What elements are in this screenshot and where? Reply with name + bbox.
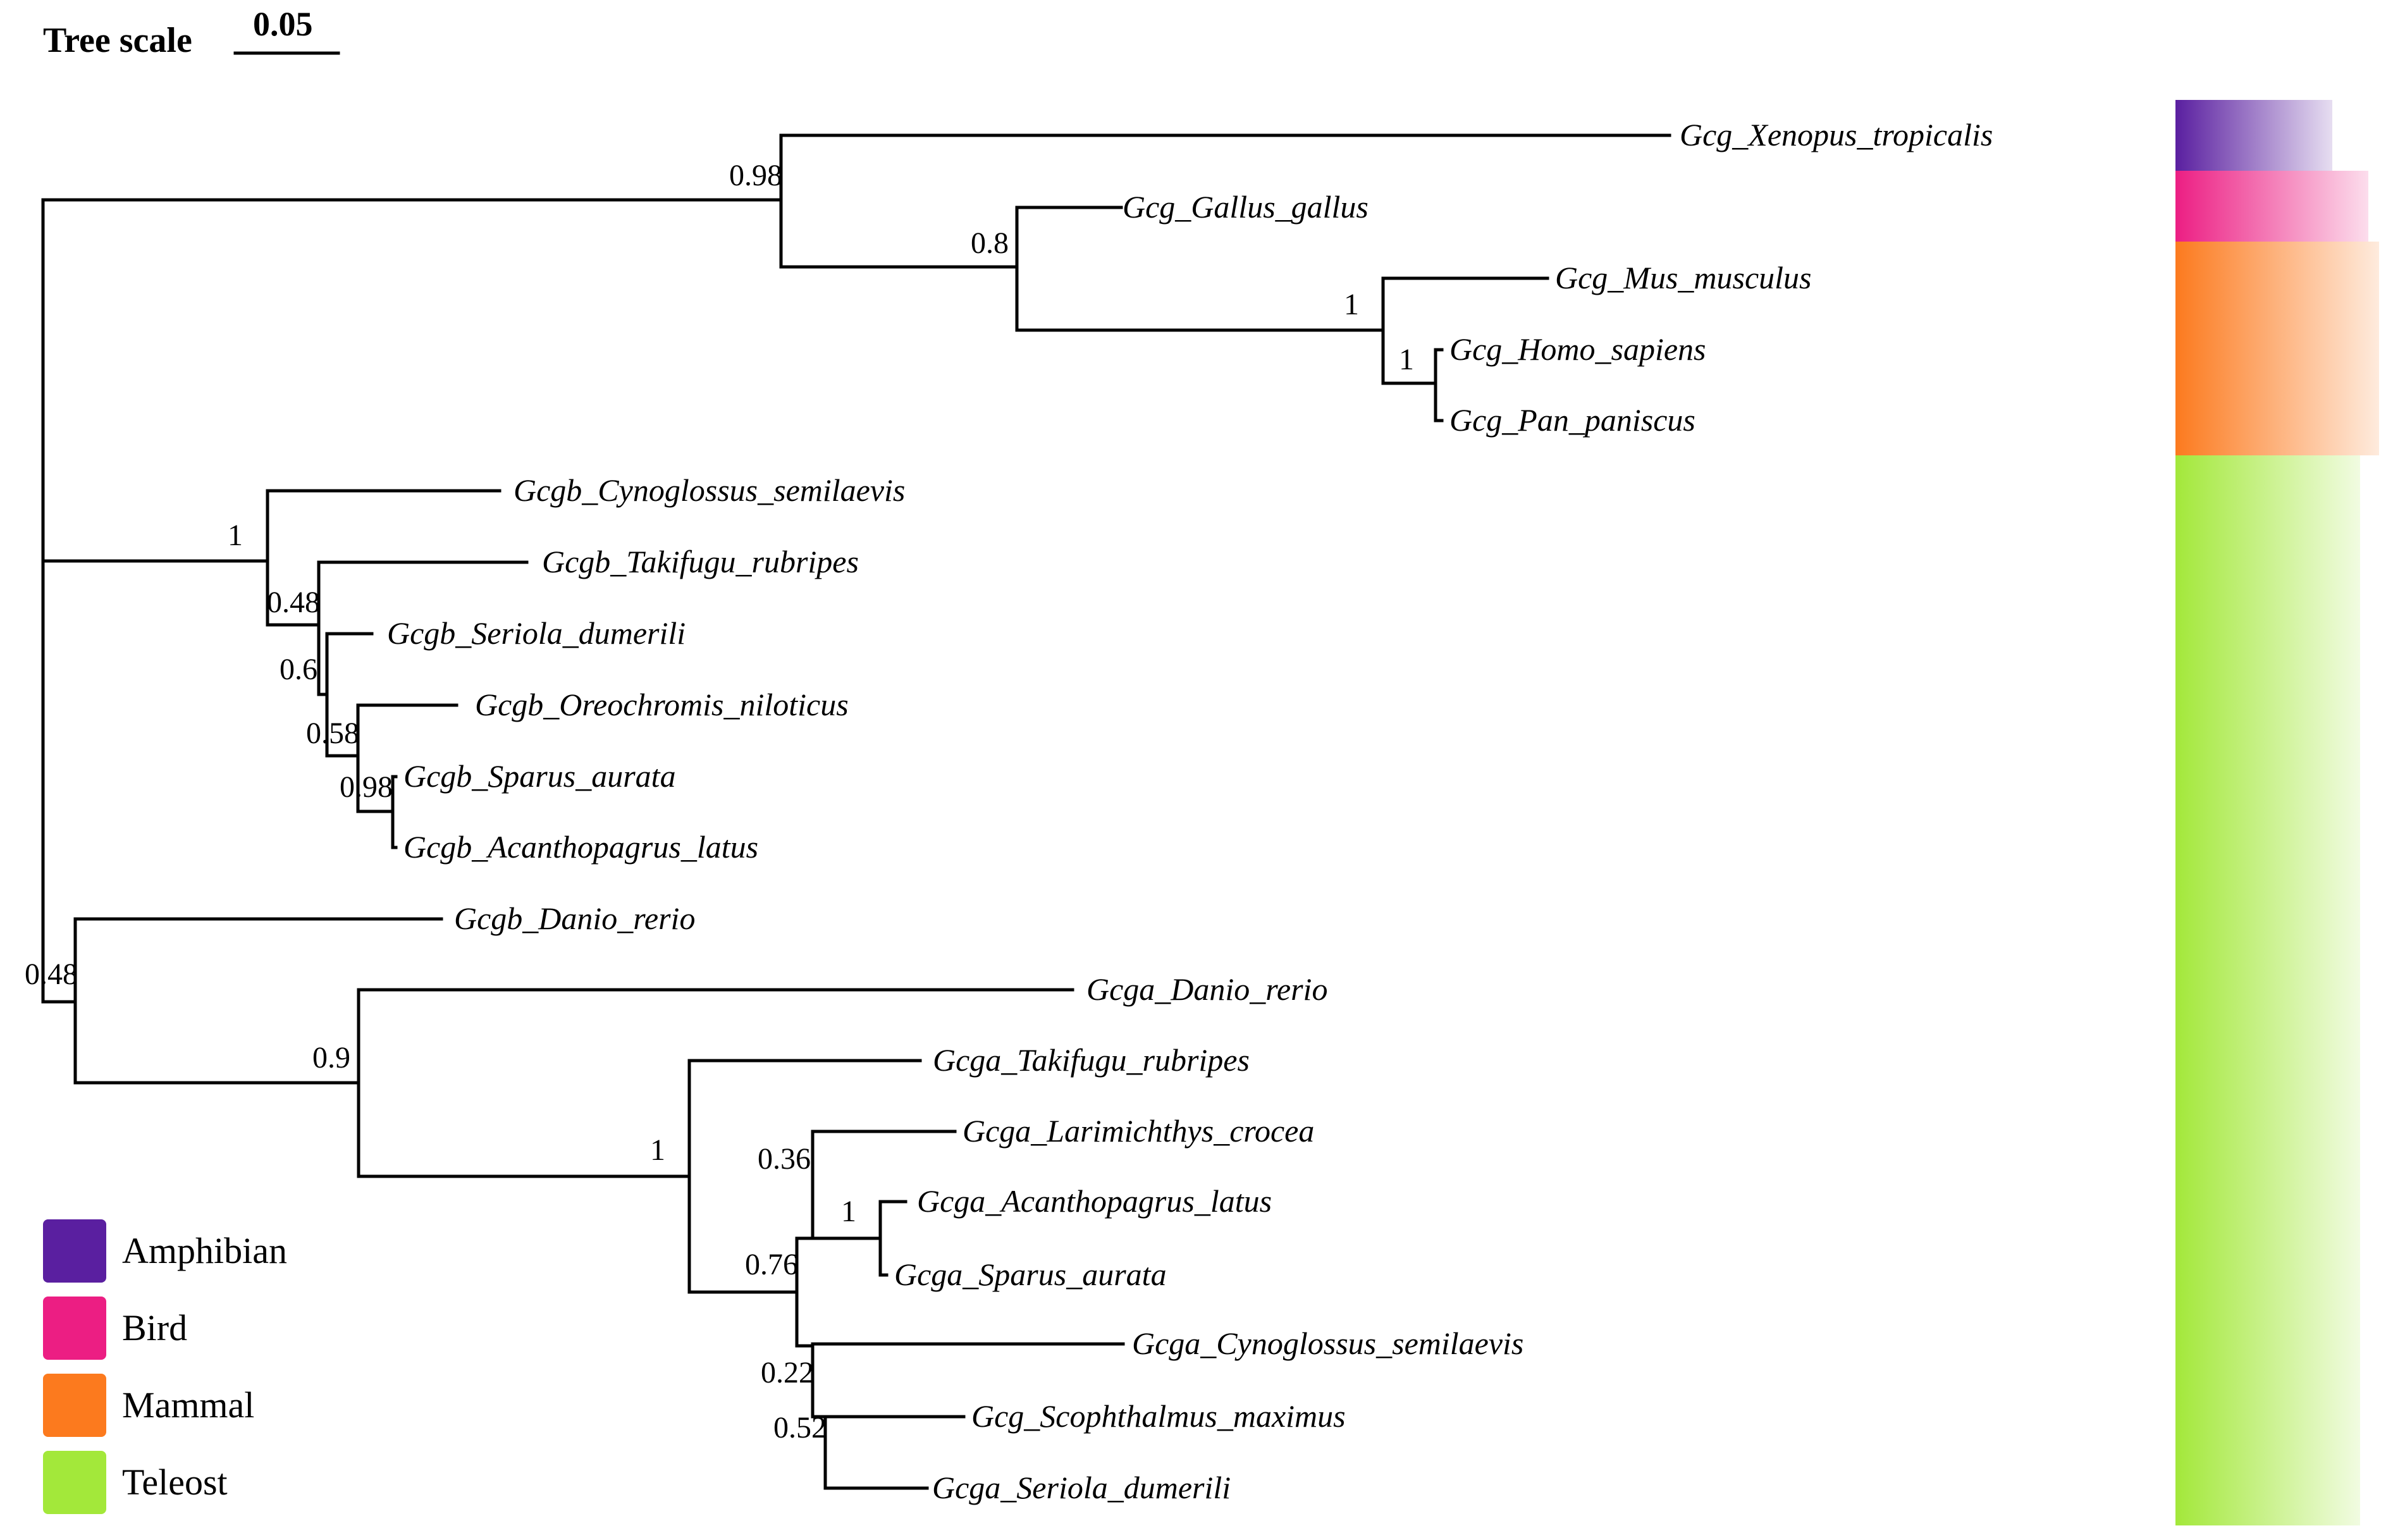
support-value: 1 — [650, 1133, 665, 1167]
legend-swatch-mammal — [43, 1374, 106, 1437]
leaf-label: Gcg_Scophthalmus_maximus — [971, 1398, 1346, 1434]
legend-label-mammal: Mammal — [122, 1384, 254, 1426]
leaf-label: Gcga_Seriola_dumerili — [932, 1470, 1231, 1505]
legend-label-amphibian: Amphibian — [122, 1230, 287, 1271]
leaf-label: Gcgb_Seriola_dumerili — [387, 615, 686, 651]
strip-bird — [2175, 171, 2368, 242]
support-value: 1 — [841, 1195, 856, 1228]
tree-scale-title: Tree scale — [43, 21, 192, 60]
support-value: 1 — [228, 519, 243, 552]
leaf-label: Gcga_Sparus_aurata — [894, 1257, 1167, 1292]
leaf-label: Gcg_Pan_paniscus — [1449, 402, 1695, 438]
support-value: 0.8 — [971, 226, 1009, 260]
support-value: 0.36 — [758, 1142, 811, 1176]
support-value: 0.98 — [340, 770, 393, 804]
legend-swatch-bird — [43, 1297, 106, 1360]
strip-amphibian — [2175, 100, 2332, 171]
legend-swatch-amphibian — [43, 1219, 106, 1283]
support-value: 0.58 — [306, 717, 359, 750]
leaf-label: Gcgb_Sparus_aurata — [403, 758, 676, 794]
support-value: 0.52 — [773, 1411, 827, 1445]
support-values: 0.98 0.8 1 1 1 0.48 0.6 0.58 0.98 0.48 0… — [25, 159, 1414, 1445]
support-value: 1 — [1399, 343, 1414, 376]
tree-scale-value: 0.05 — [253, 5, 313, 43]
tree-scale: Tree scale 0.05 — [43, 5, 340, 60]
strip-mammal — [2175, 242, 2379, 455]
support-value: 1 — [1344, 288, 1359, 321]
support-value: 0.98 — [729, 159, 782, 192]
legend-label-bird: Bird — [122, 1307, 187, 1348]
legend-swatch-teleost — [43, 1451, 106, 1514]
support-value: 0.76 — [745, 1248, 798, 1281]
leaf-label: Gcg_Homo_sapiens — [1449, 331, 1706, 367]
support-value: 0.48 — [25, 958, 78, 991]
support-value: 0.9 — [312, 1041, 350, 1075]
strip-teleost — [2175, 455, 2360, 1525]
leaf-label: Gcga_Larimichthys_crocea — [963, 1113, 1314, 1149]
leaf-label: Gcg_Mus_musculus — [1555, 260, 1812, 295]
legend-label-teleost: Teleost — [122, 1462, 228, 1503]
support-value: 0.48 — [267, 586, 320, 619]
leaf-label: Gcga_Takifugu_rubripes — [933, 1042, 1250, 1078]
leaf-label: Gcga_Cynoglossus_semilaevis — [1132, 1326, 1523, 1361]
leaf-label: Gcg_Gallus_gallus — [1123, 189, 1369, 225]
tree-branches — [41, 133, 1671, 1490]
taxon-color-strip — [2175, 100, 2379, 1525]
leaf-label: Gcga_Danio_rerio — [1086, 971, 1327, 1007]
leaf-label: Gcgb_Oreochromis_niloticus — [475, 687, 849, 722]
support-value: 0.6 — [280, 653, 317, 686]
leaf-label: Gcgb_Takifugu_rubripes — [542, 544, 859, 579]
leaf-labels: Gcg_Xenopus_tropicalis Gcg_Gallus_gallus… — [387, 117, 1993, 1505]
leaf-label: Gcgb_Cynoglossus_semilaevis — [514, 472, 905, 508]
legend: Amphibian Bird Mammal Teleost — [43, 1219, 287, 1514]
leaf-label: Gcg_Xenopus_tropicalis — [1680, 117, 1993, 152]
leaf-label: Gcgb_Danio_rerio — [454, 901, 695, 936]
support-value: 0.22 — [761, 1356, 814, 1389]
leaf-label: Gcga_Acanthopagrus_latus — [917, 1183, 1272, 1219]
leaf-label: Gcgb_Acanthopagrus_latus — [403, 829, 758, 865]
